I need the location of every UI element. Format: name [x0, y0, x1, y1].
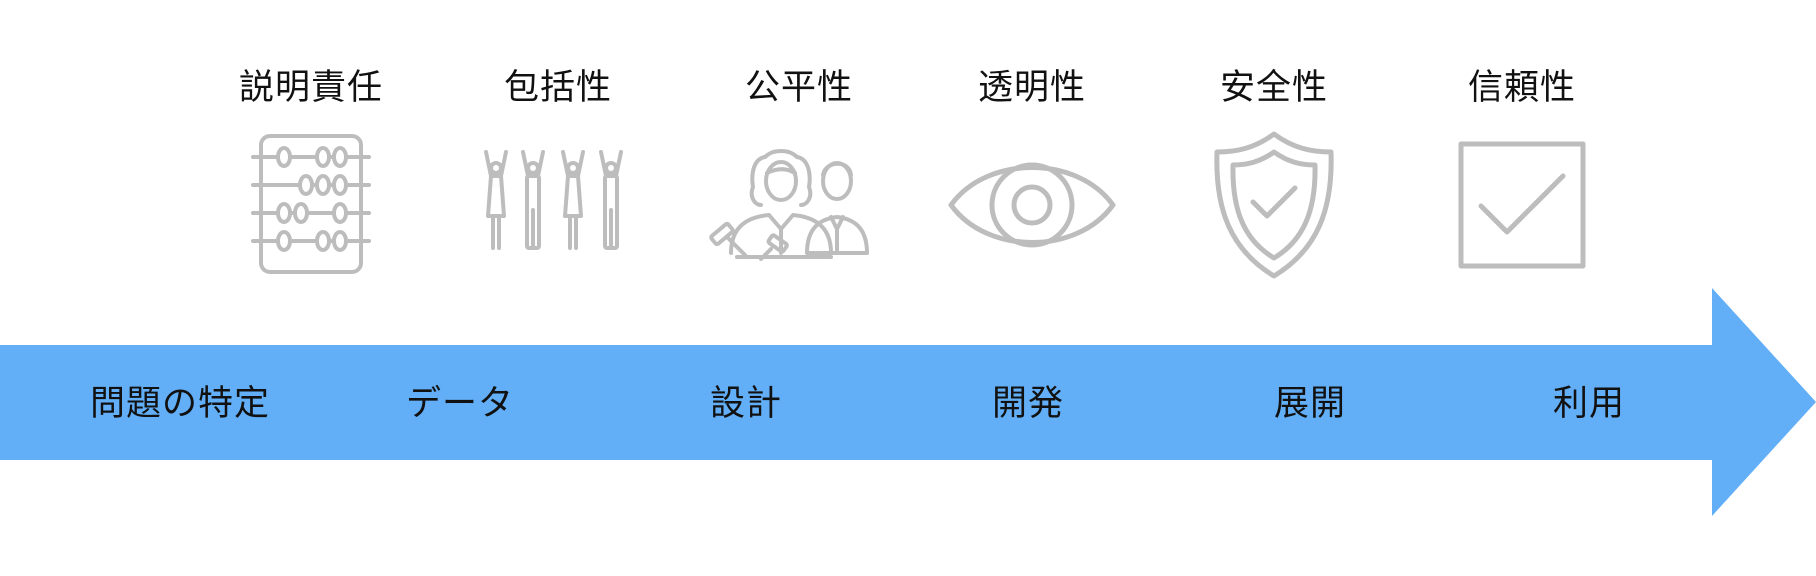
stage-label-usage: 利用: [1552, 384, 1625, 424]
checkbox-icon: [1432, 130, 1612, 280]
judge-people-icon: [709, 130, 889, 280]
principle-label-accountability: 説明責任: [238, 68, 383, 108]
abacus-icon: [221, 130, 401, 280]
eye-icon: [942, 130, 1122, 280]
principle-label-safety: 安全性: [1219, 68, 1328, 108]
principle-label-reliability: 信頼性: [1467, 68, 1576, 108]
stage-label-development: 開発: [991, 384, 1064, 424]
principle-label-inclusiveness: 包括性: [503, 68, 612, 108]
shield-check-icon: [1184, 130, 1364, 280]
principle-label-fairness: 公平性: [744, 68, 853, 108]
stage-label-problem-identification: 問題の特定: [89, 384, 270, 424]
stage-label-design: 設計: [709, 384, 782, 424]
raised-hands-people-icon: [468, 130, 648, 280]
stage-label-deployment: 展開: [1273, 384, 1346, 424]
principle-label-transparency: 透明性: [977, 68, 1086, 108]
stage-label-data: データ: [405, 384, 514, 424]
